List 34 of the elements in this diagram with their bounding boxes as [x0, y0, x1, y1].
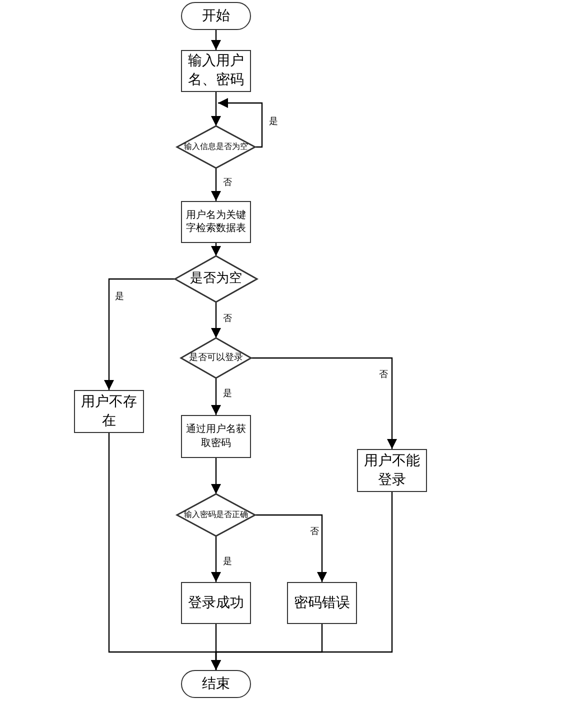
- edge-label: 否: [378, 370, 389, 381]
- terminal-box: 开始: [181, 2, 251, 30]
- arrow: [211, 92, 221, 126]
- process-box: 用户名为关键字检索数据表: [181, 201, 251, 243]
- edge-label: 是: [114, 292, 125, 303]
- decision-diamond: 输入密码是否正确: [177, 494, 255, 536]
- process-box: 登录成功: [181, 582, 251, 624]
- process-box: 用户不能登录: [357, 449, 427, 492]
- arrow: [211, 492, 393, 670]
- arrow: [104, 278, 175, 390]
- decision-diamond: 是否为空: [175, 256, 257, 302]
- edge-label: 否: [222, 178, 233, 189]
- process-box: 密码错误: [287, 582, 357, 624]
- arrow: [218, 98, 263, 148]
- edge-label: 否: [222, 314, 233, 325]
- arrow: [211, 536, 221, 582]
- arrow: [211, 168, 221, 201]
- arrow: [251, 357, 397, 449]
- edge-label: 是: [268, 117, 279, 128]
- arrow: [211, 243, 221, 256]
- process-box: 输入用户名、密码: [181, 50, 251, 92]
- process-box: 通过用户名获取密码: [181, 415, 251, 458]
- edge-label: 否: [309, 527, 320, 538]
- decision-diamond: 输入信息是否为空: [177, 126, 255, 168]
- arrow: [211, 30, 221, 50]
- edge-label: 是: [222, 389, 233, 400]
- process-box: 用户不存在: [74, 390, 144, 433]
- decision-diamond: 是否可以登录: [181, 338, 251, 378]
- arrow: [211, 378, 221, 415]
- arrow: [211, 458, 221, 494]
- terminal-box: 结束: [181, 670, 251, 698]
- edge-label: 是: [222, 557, 233, 568]
- arrow: [211, 302, 221, 338]
- arrow: [255, 514, 327, 582]
